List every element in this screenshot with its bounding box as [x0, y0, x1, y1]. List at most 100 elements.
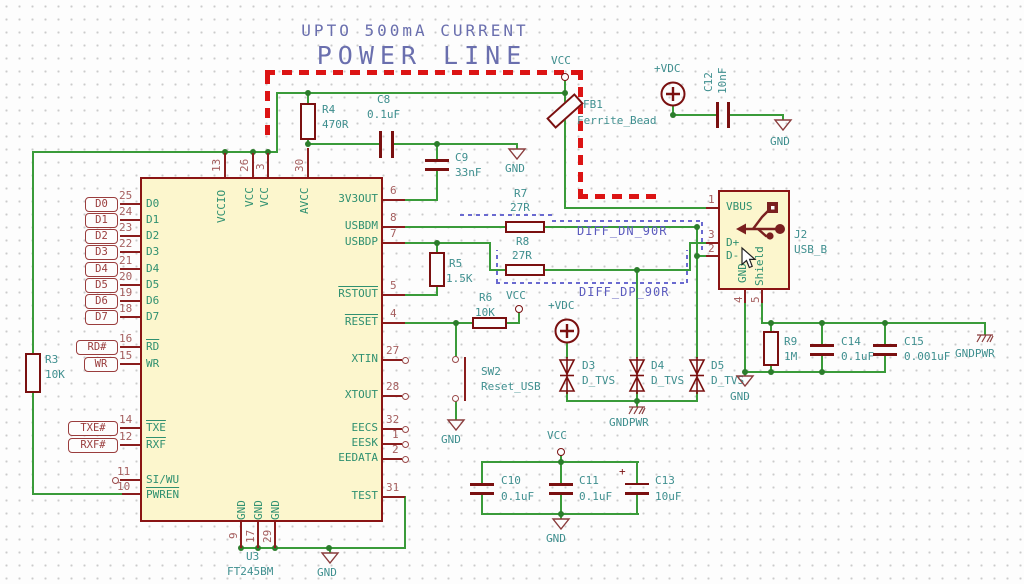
ic-reference[interactable]: U3: [246, 550, 260, 563]
resistor-r5[interactable]: [429, 252, 445, 287]
c12-value[interactable]: 10nF: [716, 67, 729, 95]
capacitor-c8[interactable]: [379, 131, 382, 158]
j2-value[interactable]: USB_B: [794, 243, 828, 256]
c12-ref[interactable]: C12: [702, 72, 715, 92]
c9-value[interactable]: 33nF: [455, 166, 482, 179]
fb1-ref[interactable]: FB1: [583, 98, 603, 111]
resistor-r9[interactable]: [763, 331, 779, 366]
gndpwr-symbol[interactable]: [628, 406, 646, 415]
gnd-symbol[interactable]: [320, 552, 340, 565]
hier-label-d0[interactable]: D0: [85, 197, 118, 212]
c13-ref[interactable]: C13: [655, 474, 675, 487]
d5-ref[interactable]: D5: [711, 359, 725, 372]
schematic-note-line1[interactable]: UPTO 500mA CURRENT: [301, 21, 529, 40]
r4-ref[interactable]: R4: [322, 103, 336, 116]
tvs-diode-d5[interactable]: [687, 357, 707, 394]
vdc-power-symbol[interactable]: [553, 317, 581, 345]
j2-ref[interactable]: J2: [794, 228, 808, 241]
hier-label-wr[interactable]: WR: [84, 357, 118, 372]
hier-label-rd[interactable]: RD#: [76, 340, 118, 355]
hier-label-d5[interactable]: D5: [85, 278, 118, 293]
capacitor-c13[interactable]: [625, 483, 649, 485]
c15-ref[interactable]: C15: [904, 335, 924, 348]
resistor-r4[interactable]: [300, 103, 316, 140]
vcc-power-symbol[interactable]: [557, 448, 565, 456]
capacitor-c15[interactable]: [873, 344, 897, 347]
hier-label-d3[interactable]: D3: [85, 245, 118, 260]
c14-value[interactable]: 0.1uF: [841, 350, 875, 363]
d3-value[interactable]: D_TVS: [582, 374, 616, 387]
capacitor-c14[interactable]: [810, 344, 834, 347]
gnd-symbol[interactable]: [507, 148, 527, 161]
capacitor-c9[interactable]: [425, 168, 449, 171]
resistor-r6[interactable]: [472, 317, 507, 329]
r4-value[interactable]: 470R: [322, 118, 349, 131]
r6-ref[interactable]: R6: [479, 291, 493, 304]
c11-ref[interactable]: C11: [579, 474, 599, 487]
capacitor-c14[interactable]: [810, 353, 834, 356]
capacitor-c12[interactable]: [716, 102, 719, 128]
capacitor-c11[interactable]: [549, 483, 573, 486]
r6-value[interactable]: 10K: [475, 306, 495, 319]
c13-value[interactable]: 10uF: [655, 490, 682, 503]
c9-ref[interactable]: C9: [455, 151, 469, 164]
r9-value[interactable]: 1M: [784, 350, 798, 363]
capacitor-c11[interactable]: [549, 492, 573, 495]
d5-value[interactable]: D_TVS: [711, 374, 745, 387]
hier-label-d1[interactable]: D1: [85, 213, 118, 228]
vcc-power-symbol[interactable]: [561, 73, 569, 81]
gnd-symbol[interactable]: [735, 375, 755, 388]
gnd-symbol[interactable]: [446, 419, 466, 432]
capacitor-c8[interactable]: [391, 131, 394, 158]
fb1-value[interactable]: Ferrite_Bead: [577, 114, 657, 127]
hier-label-rxf[interactable]: RXF#: [68, 438, 118, 453]
hier-label-d6[interactable]: D6: [85, 294, 118, 309]
d3-ref[interactable]: D3: [582, 359, 596, 372]
net-label-diff-dn[interactable]: DIFF_DN_90R: [577, 224, 668, 238]
tvs-diode-d4[interactable]: [627, 357, 647, 394]
c10-ref[interactable]: C10: [501, 474, 521, 487]
capacitor-c12[interactable]: [727, 102, 730, 128]
r9-ref[interactable]: R9: [784, 335, 798, 348]
ic-value[interactable]: FT245BM: [227, 565, 274, 578]
d4-ref[interactable]: D4: [651, 359, 665, 372]
r8-ref[interactable]: R8: [516, 235, 530, 248]
r7-value[interactable]: 27R: [510, 201, 530, 214]
r7-ref[interactable]: R7: [514, 187, 528, 200]
resistor-r7[interactable]: [505, 221, 545, 233]
d4-value[interactable]: D_TVS: [651, 374, 685, 387]
c15-value[interactable]: 0.001uF: [904, 350, 951, 363]
net-label-diff-dp[interactable]: DIFF_DP_90R: [579, 285, 670, 299]
capacitor-c15[interactable]: [873, 353, 897, 356]
resistor-r8[interactable]: [505, 264, 545, 276]
hier-label-d2[interactable]: D2: [85, 229, 118, 244]
r3-value[interactable]: 10K: [45, 368, 65, 381]
hier-label-d4[interactable]: D4: [85, 262, 118, 277]
r5-ref[interactable]: R5: [449, 257, 463, 270]
hier-label-txe[interactable]: TXE#: [68, 421, 118, 436]
hier-label-d7[interactable]: D7: [85, 310, 118, 325]
c8-value[interactable]: 0.1uF: [367, 108, 401, 121]
c14-ref[interactable]: C14: [841, 335, 861, 348]
vdc-power-symbol[interactable]: [659, 80, 687, 108]
gnd-symbol[interactable]: [773, 119, 793, 132]
c10-value[interactable]: 0.1uF: [501, 490, 535, 503]
c8-ref[interactable]: C8: [377, 93, 391, 106]
ic-ft245bm-body[interactable]: [140, 177, 383, 522]
resistor-r3[interactable]: [25, 353, 41, 393]
capacitor-c10[interactable]: [470, 483, 494, 486]
capacitor-c9[interactable]: [425, 159, 449, 162]
c11-value[interactable]: 0.1uF: [579, 490, 613, 503]
tvs-diode-d3[interactable]: [557, 357, 577, 394]
sw2-value[interactable]: Reset_USB: [481, 380, 541, 393]
r8-value[interactable]: 27R: [512, 249, 532, 262]
capacitor-c13[interactable]: [625, 492, 649, 495]
vcc-power-symbol[interactable]: [515, 305, 523, 313]
gndpwr-symbol[interactable]: [976, 334, 994, 343]
gnd-symbol[interactable]: [551, 518, 571, 531]
capacitor-c10[interactable]: [470, 492, 494, 495]
schematic-note-line2[interactable]: POWER LINE: [316, 41, 528, 70]
sw2-ref[interactable]: SW2: [481, 365, 501, 378]
r5-value[interactable]: 1.5K: [446, 272, 473, 285]
r3-ref[interactable]: R3: [45, 353, 59, 366]
